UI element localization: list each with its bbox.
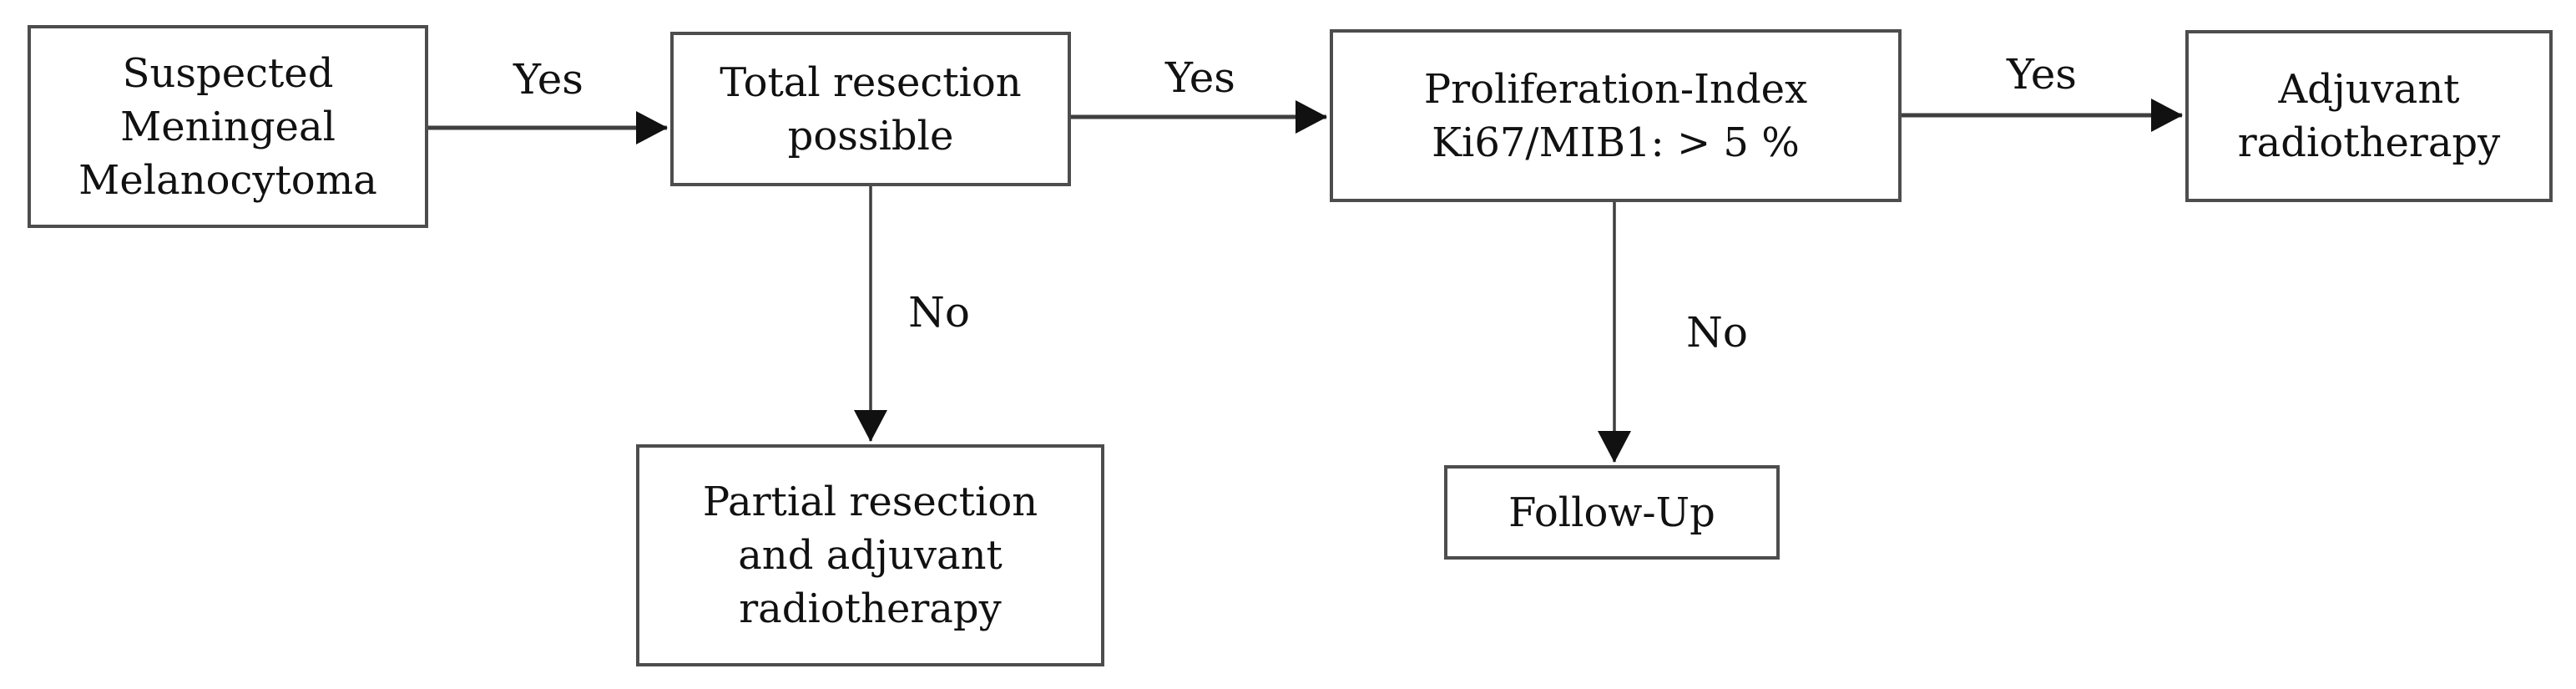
node-total-resection-possible: Total resection possible [670, 32, 1071, 186]
node-adjuvant-radiotherapy: Adjuvant radiotherapy [2185, 30, 2553, 202]
edge-label-yes-ki67-to-adjuvant: Yes [2007, 50, 2077, 99]
node-partial-resection-adjuvant-radiotherapy: Partial resection and adjuvant radiother… [636, 444, 1104, 666]
node-suspected-meningeal-melanocytoma: Suspected Meningeal Melanocytoma [28, 25, 428, 228]
edge-label-yes-suspected-to-total: Yes [513, 55, 583, 104]
node-follow-up: Follow-Up [1444, 465, 1780, 560]
edge-label-no-total-to-partial: No [908, 288, 970, 337]
edge-label-no-ki67-to-followup: No [1686, 308, 1748, 357]
node-proliferation-index-ki67: Proliferation-Index Ki67/MIB1: > 5 % [1330, 29, 1902, 202]
edge-label-yes-total-to-ki67: Yes [1165, 53, 1235, 102]
